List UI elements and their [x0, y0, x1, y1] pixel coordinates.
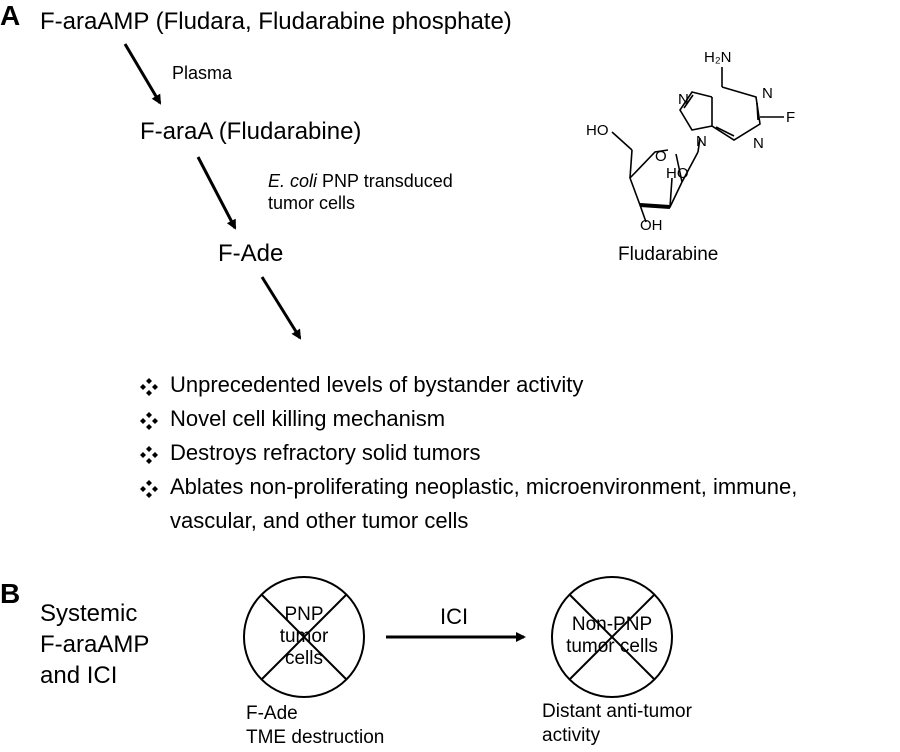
- systemic-treatment-text: Systemic F-araAMP and ICI: [40, 598, 149, 691]
- caption-tme-destruction: F-Ade TME destruction: [246, 702, 384, 750]
- non-pnp-tumor-cells-label: Non-PNP tumor cells: [556, 614, 668, 658]
- f-araamp-line: F-araAMP: [40, 631, 150, 658]
- pnp-tumor-cells-label: PNP tumor cells: [264, 604, 344, 670]
- tumor-cells-label: tumor cells: [268, 193, 356, 213]
- arrow-outcomes: [260, 276, 302, 340]
- arrow-label-plasma: Plasma: [172, 63, 233, 83]
- tumor-cells-line: tumor cells: [566, 636, 658, 657]
- diamond-bullet-icon: [140, 446, 158, 464]
- caption-distant-activity: Distant anti-tumor activity: [542, 700, 692, 748]
- bullet-item: Ablates non-proliferating neoplastic, mi…: [138, 470, 797, 538]
- bullet-text: Destroys refractory solid tumors: [170, 440, 481, 465]
- bullet-text: Unprecedented levels of bystander activi…: [170, 372, 584, 397]
- tme-destruction-line: TME destruction: [246, 727, 385, 748]
- diamond-bullet-icon: [140, 378, 158, 396]
- arrow-label-transduced: E. coli PNP transduced tumor cells: [268, 170, 453, 214]
- atom-oh-bottom: OH: [640, 217, 663, 234]
- arrow-plasma: [123, 43, 162, 105]
- atom-fluorine: F: [786, 109, 795, 126]
- pnp-tumor-cells-circle: [243, 576, 365, 698]
- atom-amine: H₂N: [704, 49, 732, 66]
- bullet-item: Novel cell killing mechanism: [138, 402, 797, 436]
- atom-ho-right: HO: [666, 165, 689, 182]
- atom-ho-top: HO: [586, 122, 609, 139]
- bullet-text: Novel cell killing mechanism: [170, 406, 446, 431]
- panel-b-letter: B: [0, 578, 21, 609]
- outcome-bullet-list: Unprecedented levels of bystander activi…: [138, 368, 797, 538]
- atom-n9: N: [696, 133, 707, 150]
- pnp-transduced-label: PNP transduced: [317, 171, 453, 191]
- bullet-text: Ablates non-proliferating neoplastic, mi…: [170, 474, 798, 499]
- bullet-item: Destroys refractory solid tumors: [138, 436, 797, 470]
- step-f-ade: F-Ade: [218, 240, 284, 267]
- systemic-line: Systemic: [40, 600, 138, 627]
- arrow-transduction: [196, 156, 237, 230]
- non-pnp-tumor-cells-circle: [551, 576, 673, 698]
- f-ade-caption-line: F-Ade: [246, 703, 298, 724]
- tumor-line: tumor: [279, 626, 329, 647]
- atom-n1: N: [762, 85, 773, 102]
- pnp-line: PNP: [284, 604, 324, 625]
- ici-arrow-label: ICI: [440, 604, 469, 629]
- atom-n7: N: [678, 91, 689, 108]
- bullet-item: Unprecedented levels of bystander activi…: [138, 368, 797, 402]
- and-ici-line: and ICI: [40, 662, 118, 689]
- distant-anti-tumor-line: Distant anti-tumor: [542, 701, 692, 722]
- ecoli-label: E. coli: [268, 171, 318, 191]
- non-pnp-line: Non-PNP: [571, 614, 653, 635]
- bullet-text-continuation: vascular, and other tumor cells: [170, 508, 469, 533]
- activity-line: activity: [542, 725, 601, 746]
- diamond-bullet-icon: [140, 480, 158, 498]
- molecule-name: Fludarabine: [618, 244, 719, 265]
- diamond-bullet-icon: [140, 412, 158, 430]
- atom-n3: N: [753, 135, 764, 152]
- step-f-araamp: F-araAMP (Fludara, Fludarabine phosphate…: [40, 8, 512, 35]
- atom-ring-oxygen: O: [655, 148, 667, 165]
- panel-a-letter: A: [0, 0, 21, 31]
- step-f-araa: F-araA (Fludarabine): [140, 118, 362, 145]
- cells-line: cells: [284, 648, 323, 669]
